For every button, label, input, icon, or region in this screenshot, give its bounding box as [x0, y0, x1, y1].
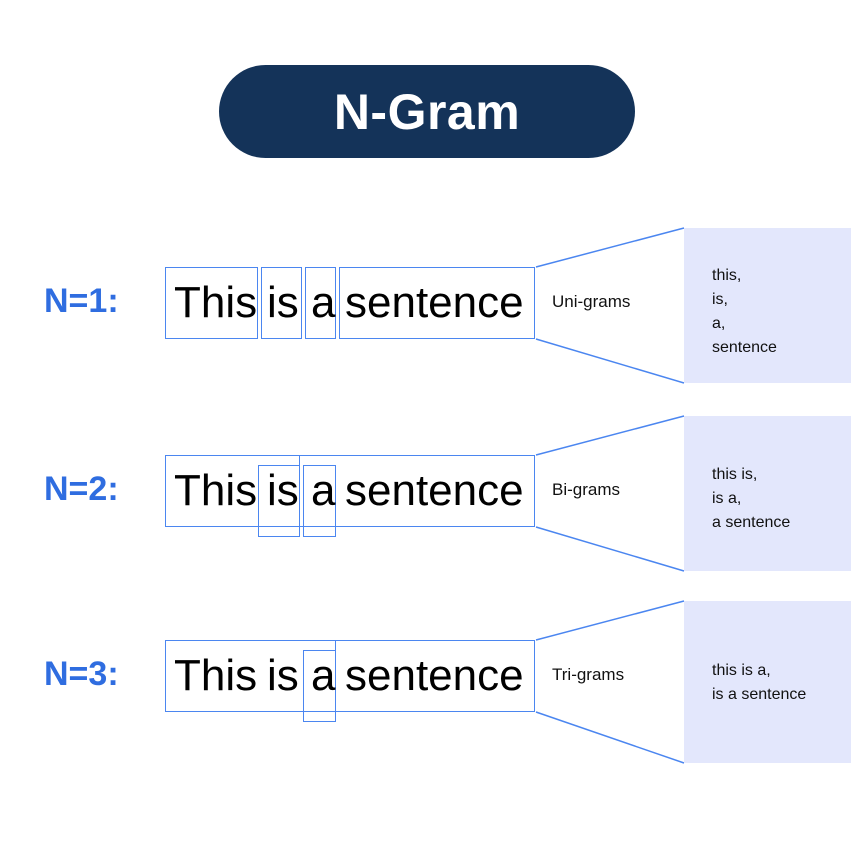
output-item: a sentence	[712, 514, 791, 531]
output-item: this,	[712, 267, 742, 284]
output-list-unigrams: this, is, a, sentence	[712, 264, 777, 360]
token-box-a	[305, 267, 336, 339]
output-item: a,	[712, 315, 726, 332]
output-item: is a,	[712, 490, 742, 507]
ngram-row-trigram: N=3: This is a sentence Tri-grams this i…	[0, 585, 851, 775]
output-panel-bigrams: this is, is a, a sentence	[684, 416, 851, 571]
output-item: this is,	[712, 466, 758, 483]
trigram-box-is-a-sentence-left	[303, 650, 336, 722]
output-panel-trigrams: this is a, is a sentence	[684, 601, 851, 763]
n-value-label-1: N=1:	[44, 282, 119, 320]
page-title-badge: N-Gram	[219, 65, 635, 158]
output-item: this is a,	[712, 662, 771, 679]
token-box-this	[165, 267, 258, 339]
n-value-label-3: N=3:	[44, 655, 119, 693]
token-box-sentence	[339, 267, 535, 339]
output-item: is a sentence	[712, 686, 807, 703]
gram-type-label-3: Tri-grams	[552, 665, 625, 684]
token-box-is	[261, 267, 302, 339]
output-list-trigrams: this is a, is a sentence	[712, 659, 806, 707]
n-value-label-2: N=2:	[44, 470, 119, 508]
output-item: is,	[712, 291, 728, 308]
page-title: N-Gram	[333, 83, 521, 140]
bigram-box-a-sentence-left	[303, 465, 336, 537]
output-panel-unigrams: this, is, a, sentence	[684, 228, 851, 383]
ngram-row-bigram: N=2: This is a sentence Bi-grams this is…	[0, 400, 851, 590]
output-item: sentence	[712, 339, 777, 356]
gram-type-label-2: Bi-grams	[552, 480, 621, 499]
output-list-bigrams: this is, is a, a sentence	[712, 463, 790, 535]
ngram-row-unigram: N=1: This is a sentence Uni-grams this, …	[0, 212, 851, 402]
gram-type-label-1: Uni-grams	[552, 292, 631, 311]
bigram-box-is-a-left	[258, 465, 300, 537]
